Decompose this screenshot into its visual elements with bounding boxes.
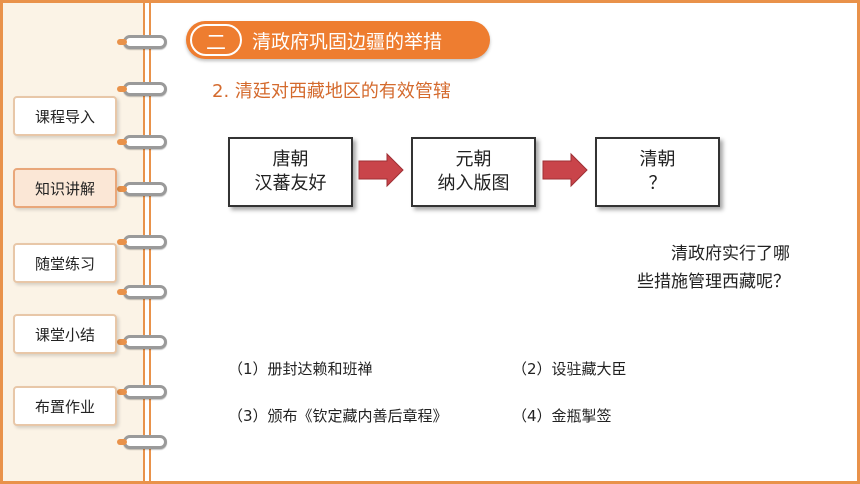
nav-item-course-intro[interactable]: 课程导入 bbox=[13, 96, 117, 136]
binder-ring bbox=[117, 135, 167, 149]
nav-item-label: 布置作业 bbox=[34, 397, 95, 416]
binder-ring bbox=[117, 235, 167, 249]
section-title: 清政府巩固边疆的举措 bbox=[252, 31, 443, 53]
binder-ring bbox=[117, 35, 167, 49]
dynasty-desc: 汉蕃友好 bbox=[254, 173, 327, 194]
nav-item-label: 随堂练习 bbox=[34, 254, 95, 273]
dynasty-box-qing: 清朝 ？ bbox=[595, 137, 720, 207]
nav-item-homework[interactable]: 布置作业 bbox=[13, 386, 117, 426]
measure-item: （3）颁布《钦定藏内善后章程》 bbox=[228, 407, 448, 425]
measure-item: （1）册封达赖和班禅 bbox=[228, 360, 373, 378]
section-number: 二 bbox=[190, 24, 242, 56]
nav-item-practice[interactable]: 随堂练习 bbox=[13, 243, 117, 283]
measure-item: （4）金瓶掣签 bbox=[512, 407, 612, 425]
dynasty-name: 唐朝 bbox=[272, 149, 309, 170]
question-line: 清政府实行了哪 bbox=[671, 244, 790, 264]
dynasty-name: 元朝 bbox=[455, 149, 492, 170]
dynasty-desc: ？ bbox=[648, 173, 667, 194]
binder-ring bbox=[117, 82, 167, 96]
subtitle: 2. 清廷对西藏地区的有效管辖 bbox=[212, 81, 451, 102]
binder-ring bbox=[117, 182, 167, 196]
binder-ring bbox=[117, 285, 167, 299]
question-text: 清政府实行了哪 些措施管理西藏呢？ bbox=[560, 240, 790, 296]
right-arrow-icon bbox=[542, 152, 588, 188]
section-header: 二 清政府巩固边疆的举措 bbox=[186, 21, 490, 59]
binder-ring bbox=[117, 385, 167, 399]
dynasty-box-tang: 唐朝 汉蕃友好 bbox=[228, 137, 353, 207]
measure-item: （2）设驻藏大臣 bbox=[512, 360, 627, 378]
nav-item-summary[interactable]: 课堂小结 bbox=[13, 314, 117, 354]
nav-item-label: 课程导入 bbox=[34, 107, 95, 126]
dynasty-name: 清朝 bbox=[639, 149, 676, 170]
nav-item-label: 知识讲解 bbox=[34, 179, 95, 198]
dynasty-desc: 纳入版图 bbox=[437, 173, 510, 194]
question-line: 些措施管理西藏呢？ bbox=[637, 272, 790, 292]
right-arrow-icon bbox=[358, 152, 404, 188]
binder-ring bbox=[117, 435, 167, 449]
nav-item-knowledge[interactable]: 知识讲解 bbox=[13, 168, 117, 208]
binder-ring bbox=[117, 335, 167, 349]
dynasty-box-yuan: 元朝 纳入版图 bbox=[411, 137, 536, 207]
nav-item-label: 课堂小结 bbox=[34, 325, 95, 344]
